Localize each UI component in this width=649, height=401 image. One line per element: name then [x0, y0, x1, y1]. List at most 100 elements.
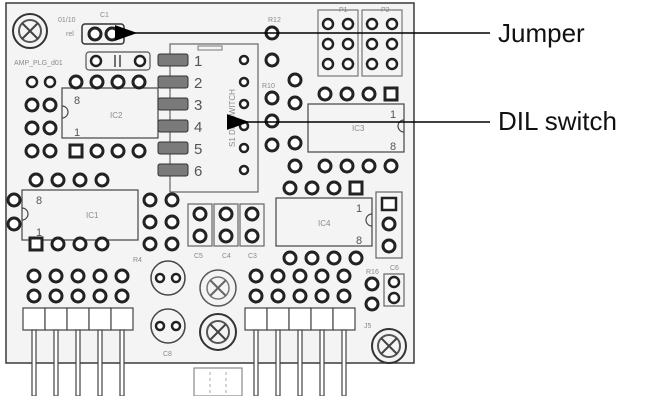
header-pad: [114, 268, 130, 284]
dil-switch-callout-label: DIL switch: [498, 106, 617, 136]
ic-pin-pad: [326, 250, 342, 266]
header-pin: [341, 329, 347, 397]
header-pin: [275, 329, 281, 397]
header-pad: [26, 268, 42, 284]
ic3-pin8: 8: [390, 141, 396, 153]
ic-pin-pad: [94, 172, 110, 188]
capacitor-c1: [85, 51, 151, 71]
ic4: IC4 1 8: [275, 180, 373, 266]
silk-c5: C5: [194, 253, 203, 260]
header-pin: [119, 329, 125, 397]
silk-r16: R16: [366, 269, 379, 276]
ic4-label: IC4: [318, 219, 331, 228]
ic1: IC1 8 1: [21, 172, 139, 252]
header-pad: [48, 288, 64, 304]
trimmer-pot-2: [199, 313, 237, 351]
header-pin: [319, 329, 325, 397]
electrolytic-c8: C8: [150, 308, 186, 358]
connector-p2: [361, 9, 403, 77]
ic1-label: IC1: [86, 211, 99, 220]
silk-c3: C3: [248, 253, 257, 260]
ic-pin-pad: [348, 250, 364, 266]
header-body: [266, 307, 290, 331]
header-pad: [26, 288, 42, 304]
header-body: [22, 307, 46, 331]
silk-top-left-sub: rel: [66, 31, 74, 38]
ic4-pin8: 8: [356, 235, 362, 247]
switch-number: 1: [194, 53, 202, 70]
header-pad: [248, 268, 264, 284]
ic-pin-pad: [50, 172, 66, 188]
header-pad: [292, 288, 308, 304]
header-pad: [270, 268, 286, 284]
ic-pin-pad: [72, 236, 88, 252]
silk-c6: C6: [390, 265, 399, 272]
header-body: [66, 307, 90, 331]
header-pin: [253, 329, 259, 397]
header-pad: [336, 268, 352, 284]
header-pad: [336, 288, 352, 304]
header-pin: [53, 329, 59, 397]
pin-header-right: [244, 268, 356, 397]
ic2: IC2 8 1: [61, 74, 159, 159]
ic-pin-pad: [68, 74, 84, 90]
header-pad: [314, 288, 330, 304]
ic-pin-pad: [282, 250, 298, 266]
ic-pin-pad: [89, 74, 105, 90]
three-pin-header: [375, 191, 403, 259]
ic-pin-pad: [304, 180, 320, 196]
ic3-pin1: 1: [390, 109, 396, 121]
switch-number: 5: [194, 141, 202, 158]
electrolytic-c2: [150, 260, 186, 296]
trimmer-pot-1: [199, 269, 237, 307]
switch-number: 3: [194, 97, 202, 114]
header-body: [110, 307, 134, 331]
header-body: [244, 307, 268, 331]
header-pin: [31, 329, 37, 397]
jumper-callout-label: Jumper: [498, 18, 585, 48]
mounting-hole-bottom-right: [371, 328, 407, 364]
ic-pin-pad: [348, 180, 364, 196]
ic-pin-pad: [89, 143, 105, 159]
amp-plug-pads: [24, 75, 58, 159]
ic-pin-pad: [50, 236, 66, 252]
switch-rocker: [157, 53, 189, 67]
ic-pin-pad: [72, 172, 88, 188]
ic-pin-pad: [28, 236, 44, 252]
header-pad: [92, 288, 108, 304]
ic-pin-pad: [94, 236, 110, 252]
ic-pin-pad: [361, 158, 377, 174]
ic-pin-pad: [131, 143, 147, 159]
header-body: [288, 307, 312, 331]
header-pad: [70, 268, 86, 284]
ic-pin-pad: [131, 74, 147, 90]
ic4-pin1: 1: [356, 203, 362, 215]
header-pin: [297, 329, 303, 397]
silk-top-left-tag: 01/10: [58, 17, 76, 24]
ic1-pin1: 1: [36, 227, 42, 239]
switch-pin: [238, 164, 250, 176]
header-pad: [248, 288, 264, 304]
pin-header-left: [22, 268, 134, 397]
header-pad: [48, 268, 64, 284]
switch-pin: [238, 54, 250, 66]
header-pin: [97, 329, 103, 397]
header-body: [310, 307, 334, 331]
header-pad: [314, 268, 330, 284]
ic-pin-pad: [339, 158, 355, 174]
bottom-connector: [193, 367, 243, 397]
header-pin: [75, 329, 81, 397]
ic-pin-pad: [383, 86, 399, 102]
ic-pin-pad: [326, 180, 342, 196]
switch-rocker: [157, 119, 189, 133]
ic3: IC3 1 8: [307, 86, 405, 174]
ic-pin-pad: [383, 158, 399, 174]
switch-rocker: [157, 97, 189, 111]
switch-rocker: [157, 141, 189, 155]
switch-rocker: [157, 163, 189, 177]
silk-c8: C8: [163, 351, 172, 358]
ic-pin-pad: [361, 86, 377, 102]
silk-c4: C4: [222, 253, 231, 260]
resistor-pads-mid: [6, 192, 180, 252]
